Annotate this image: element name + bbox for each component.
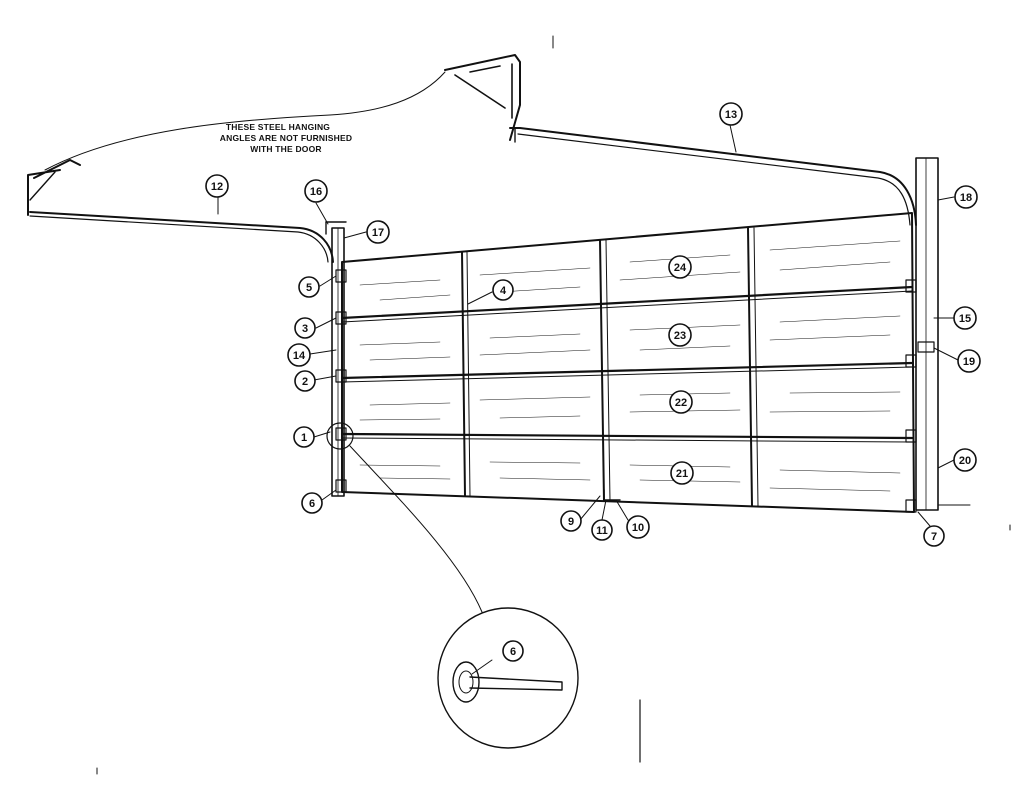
callout-6-label: 6 (309, 498, 315, 510)
callout-16-label: 16 (310, 186, 322, 198)
callout-18: 18 (954, 185, 978, 209)
right-vertical-track (915, 157, 971, 511)
left-horizontal-track (29, 211, 334, 263)
callout-14-label: 14 (293, 350, 306, 362)
callout-24: 24 (668, 255, 692, 279)
callout-13: 13 (719, 102, 743, 126)
callout-15: 15 (953, 306, 977, 330)
roller-detail-magnifier (326, 422, 579, 749)
callout-3: 3 (294, 317, 316, 339)
note-line-1: THESE STEEL HANGING (226, 122, 330, 132)
callout-13-label: 13 (725, 109, 737, 121)
callout-2-label: 2 (302, 376, 308, 388)
callout-11: 11 (591, 519, 613, 541)
callout-16: 16 (304, 179, 328, 203)
callout-20-label: 20 (959, 455, 971, 467)
callout-3-label: 3 (302, 323, 308, 335)
hanging-angles-note: THESE STEEL HANGING ANGLES ARE NOT FURNI… (220, 122, 352, 154)
callout-15-label: 15 (959, 313, 971, 325)
left-vertical-track (325, 221, 347, 497)
callout-10: 10 (626, 515, 650, 539)
callout-6: 6 (301, 492, 323, 514)
door-panels (335, 212, 917, 513)
callout-11-label: 11 (596, 525, 608, 537)
callout-19: 19 (957, 349, 981, 373)
callout-12: 12 (205, 174, 229, 198)
callout-21: 21 (670, 461, 694, 485)
callouts: 1 2 3 4 5 6 6 7 9 10 11 12 13 14 15 16 1… (205, 102, 981, 662)
callout-23-label: 23 (674, 330, 686, 342)
callout-20: 20 (953, 448, 977, 472)
callout-7: 7 (923, 525, 945, 547)
callout-9-label: 9 (568, 516, 574, 528)
callout-17-label: 17 (372, 227, 384, 239)
callout-4-label: 4 (500, 285, 507, 297)
callout-2: 2 (294, 370, 316, 392)
callout-6-detail-label: 6 (510, 646, 516, 658)
callout-22: 22 (669, 390, 693, 414)
callout-14: 14 (287, 343, 311, 367)
callout-12-label: 12 (211, 181, 223, 193)
leader-lines (217, 124, 959, 527)
callout-17: 17 (366, 220, 390, 244)
callout-10-label: 10 (632, 522, 644, 534)
callout-21-label: 21 (676, 468, 688, 480)
callout-18-label: 18 (960, 192, 972, 204)
callout-22-label: 22 (675, 397, 687, 409)
callout-4: 4 (492, 279, 514, 301)
callout-1-label: 1 (301, 432, 307, 444)
callout-19-label: 19 (963, 356, 975, 368)
callout-5: 5 (298, 276, 320, 298)
callout-7-label: 7 (931, 531, 937, 543)
hanging-angles (27, 54, 521, 216)
callout-6-detail: 6 (502, 640, 524, 662)
callout-23: 23 (668, 323, 692, 347)
callout-5-label: 5 (306, 282, 312, 294)
callout-24-label: 24 (674, 262, 687, 274)
note-line-2: ANGLES ARE NOT FURNISHED (220, 133, 352, 143)
note-line-3: WITH THE DOOR (250, 144, 322, 154)
callout-9: 9 (560, 510, 582, 532)
right-horizontal-track (509, 127, 917, 226)
stray-marks (96, 35, 1011, 775)
callout-1: 1 (293, 426, 315, 448)
